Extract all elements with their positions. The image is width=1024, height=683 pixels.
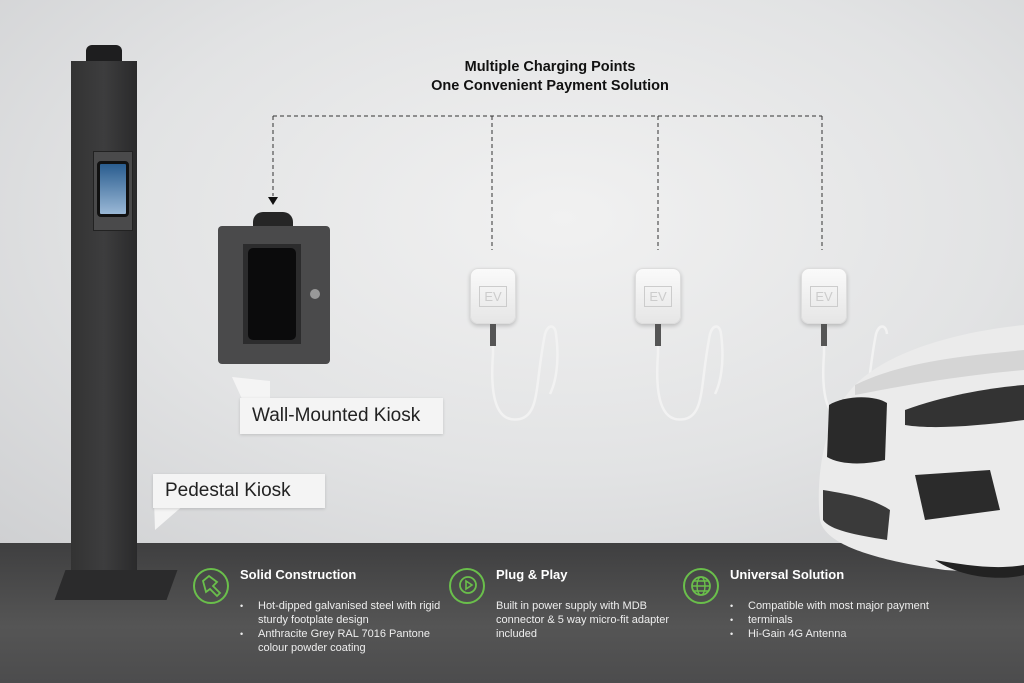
callout-wall-mounted-kiosk: Wall-Mounted Kiosk	[240, 398, 443, 434]
connection-diagram	[268, 115, 823, 250]
ev-label: EV	[644, 285, 672, 307]
headline-line-1: Multiple Charging Points	[464, 59, 636, 75]
payment-terminal-screen	[97, 161, 129, 217]
pedestal-kiosk	[50, 45, 178, 605]
ev-label: EV	[810, 285, 838, 307]
feature-bullet: Compatible with most major payment	[730, 599, 970, 613]
ev-charger: EV	[635, 268, 724, 421]
feature-bullet: Anthracite Grey RAL 7016 Pantone colour …	[240, 627, 445, 655]
lock-icon	[310, 289, 320, 299]
hammer-icon	[193, 568, 229, 604]
ev-charger: EV	[801, 268, 889, 421]
callout-pedestal-kiosk: Pedestal Kiosk	[153, 474, 325, 508]
feature-description: Built in power supply with MDB connector…	[496, 600, 670, 640]
feature-title: Solid Construction	[240, 567, 357, 582]
feature-title: Universal Solution	[730, 567, 845, 582]
feature-title: Plug & Play	[496, 567, 568, 582]
car-image	[818, 325, 1024, 578]
headline: Multiple Charging Points One Convenient …	[380, 58, 720, 96]
feature-bullet: Hot-dipped galvanised steel with rigid s…	[240, 599, 445, 627]
arrow-down-icon	[268, 197, 278, 205]
callout-tail-wall	[232, 377, 270, 399]
ev-label: EV	[479, 285, 507, 307]
wall-mounted-kiosk	[218, 212, 330, 367]
globe-icon	[683, 568, 719, 604]
feature-bullet: terminals	[730, 613, 970, 627]
play-plug-icon	[449, 568, 485, 604]
ev-charger: EV	[470, 268, 559, 421]
headline-line-2: One Convenient Payment Solution	[431, 78, 669, 94]
feature-bullet: Hi-Gain 4G Antenna	[730, 627, 970, 641]
kiosk-screen	[248, 248, 296, 340]
